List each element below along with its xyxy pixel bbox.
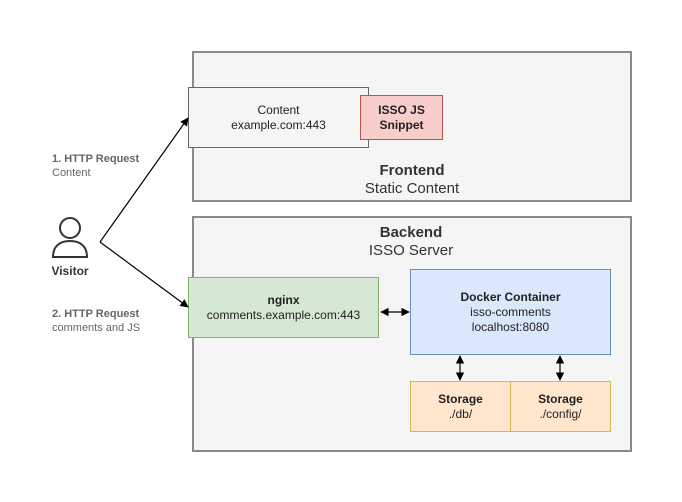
- backend-title-text: Backend: [379, 224, 443, 241]
- frontend-subtitle: Static Content: [364, 180, 460, 197]
- storage-db-box[interactable]: Storage ./db/: [410, 381, 511, 432]
- backend-subtitle: ISSO Server: [368, 242, 454, 259]
- storage-config-path: ./config/: [539, 406, 582, 421]
- request-1-detail: Content: [52, 167, 91, 179]
- request-1-title: 1. HTTP Request: [52, 153, 140, 165]
- frontend-title-text: Frontend: [379, 162, 445, 179]
- storage-config-label: Storage: [538, 391, 583, 406]
- docker-host: localhost:8080: [471, 319, 550, 334]
- nginx-label: nginx: [267, 292, 300, 307]
- nginx-host: comments.example.com:443: [206, 307, 361, 322]
- request-1-label: 1. HTTP Request Content: [52, 152, 172, 180]
- storage-db-label: Storage: [438, 391, 483, 406]
- request-2-detail: comments and JS: [52, 322, 141, 334]
- visitor-label: Visitor: [51, 264, 89, 278]
- frontend-title: Frontend Static Content: [312, 162, 512, 198]
- backend-title: Backend ISSO Server: [311, 224, 511, 260]
- content-box-label: Content: [257, 102, 300, 117]
- docker-label: Docker Container: [460, 289, 561, 304]
- content-box-host: example.com:443: [231, 117, 326, 132]
- isso-js-snippet-box[interactable]: ISSO JS Snippet: [360, 95, 443, 140]
- storage-db-path: ./db/: [448, 406, 473, 421]
- snippet-line1: ISSO JS: [378, 102, 425, 117]
- arrow-visitor-to-content: [99, 117, 189, 243]
- visitor-icon: [51, 217, 89, 258]
- docker-name: isso-comments: [470, 304, 551, 319]
- arrow-visitor-to-nginx: [99, 241, 189, 308]
- docker-container-box[interactable]: Docker Container isso-comments localhost…: [410, 269, 611, 355]
- storage-config-box[interactable]: Storage ./config/: [510, 381, 611, 432]
- request-2-label: 2. HTTP Request comments and JS: [52, 307, 172, 335]
- snippet-line2: Snippet: [379, 117, 424, 132]
- nginx-box[interactable]: nginx comments.example.com:443: [188, 277, 379, 338]
- request-2-title: 2. HTTP Request: [52, 308, 140, 320]
